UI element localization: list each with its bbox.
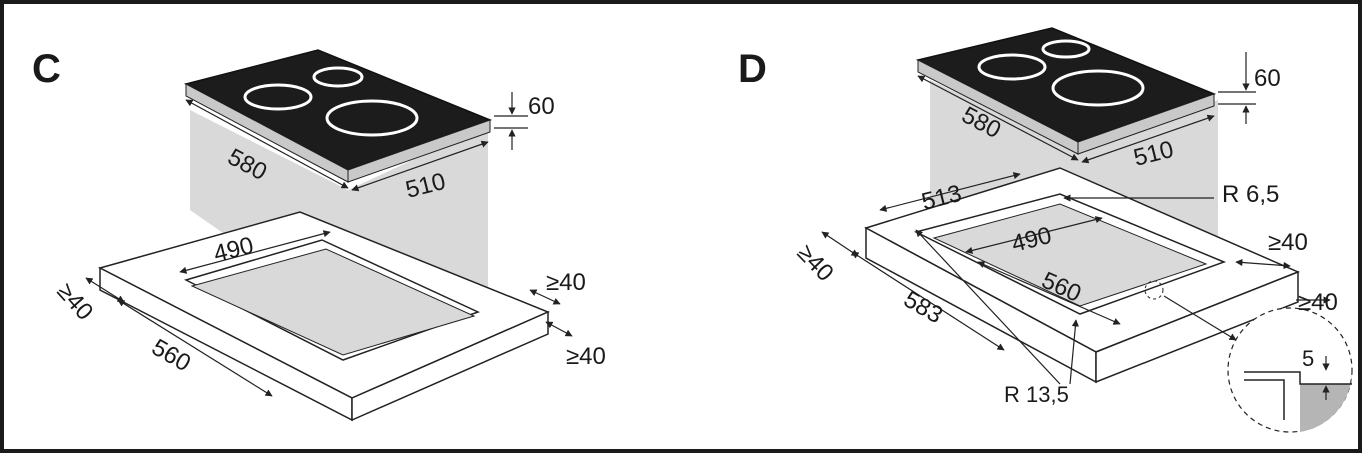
panel-c-label-front-clearance: ≥40	[52, 278, 99, 326]
panel-c-label-right-clearance-bottom: ≥40	[566, 343, 606, 370]
panel-c: C	[32, 47, 606, 422]
panel-d-label-right-clearance-top: ≥40	[1268, 229, 1308, 256]
panel-d-label-60: 60	[1254, 65, 1281, 92]
panel-c-label-560: 560	[147, 334, 195, 377]
panel-d-dimension-lines	[821, 52, 1331, 385]
panel-d-heat-zone-back	[1041, 39, 1091, 59]
panel-c-heat-zone-back	[312, 66, 364, 88]
panel-c-letter: C	[32, 47, 61, 91]
panel-d-label-rebate-5: 5	[1302, 346, 1314, 371]
panel-d-detail-bubble	[1227, 307, 1353, 433]
panel-d-label-r135: R 13,5	[1004, 382, 1069, 407]
panel-d-label-front-clearance: ≥40	[792, 239, 839, 286]
panel-d: D	[738, 27, 1353, 433]
panel-c-dimension-lines	[85, 92, 573, 397]
panel-d-label-r65: R 6,5	[1222, 181, 1279, 208]
panel-c-label-right-clearance-top: ≥40	[546, 269, 586, 296]
panel-d-label-right-clearance-bottom: ≥40	[1298, 289, 1338, 316]
panel-d-letter: D	[738, 47, 767, 91]
panel-c-label-60: 60	[528, 93, 555, 120]
